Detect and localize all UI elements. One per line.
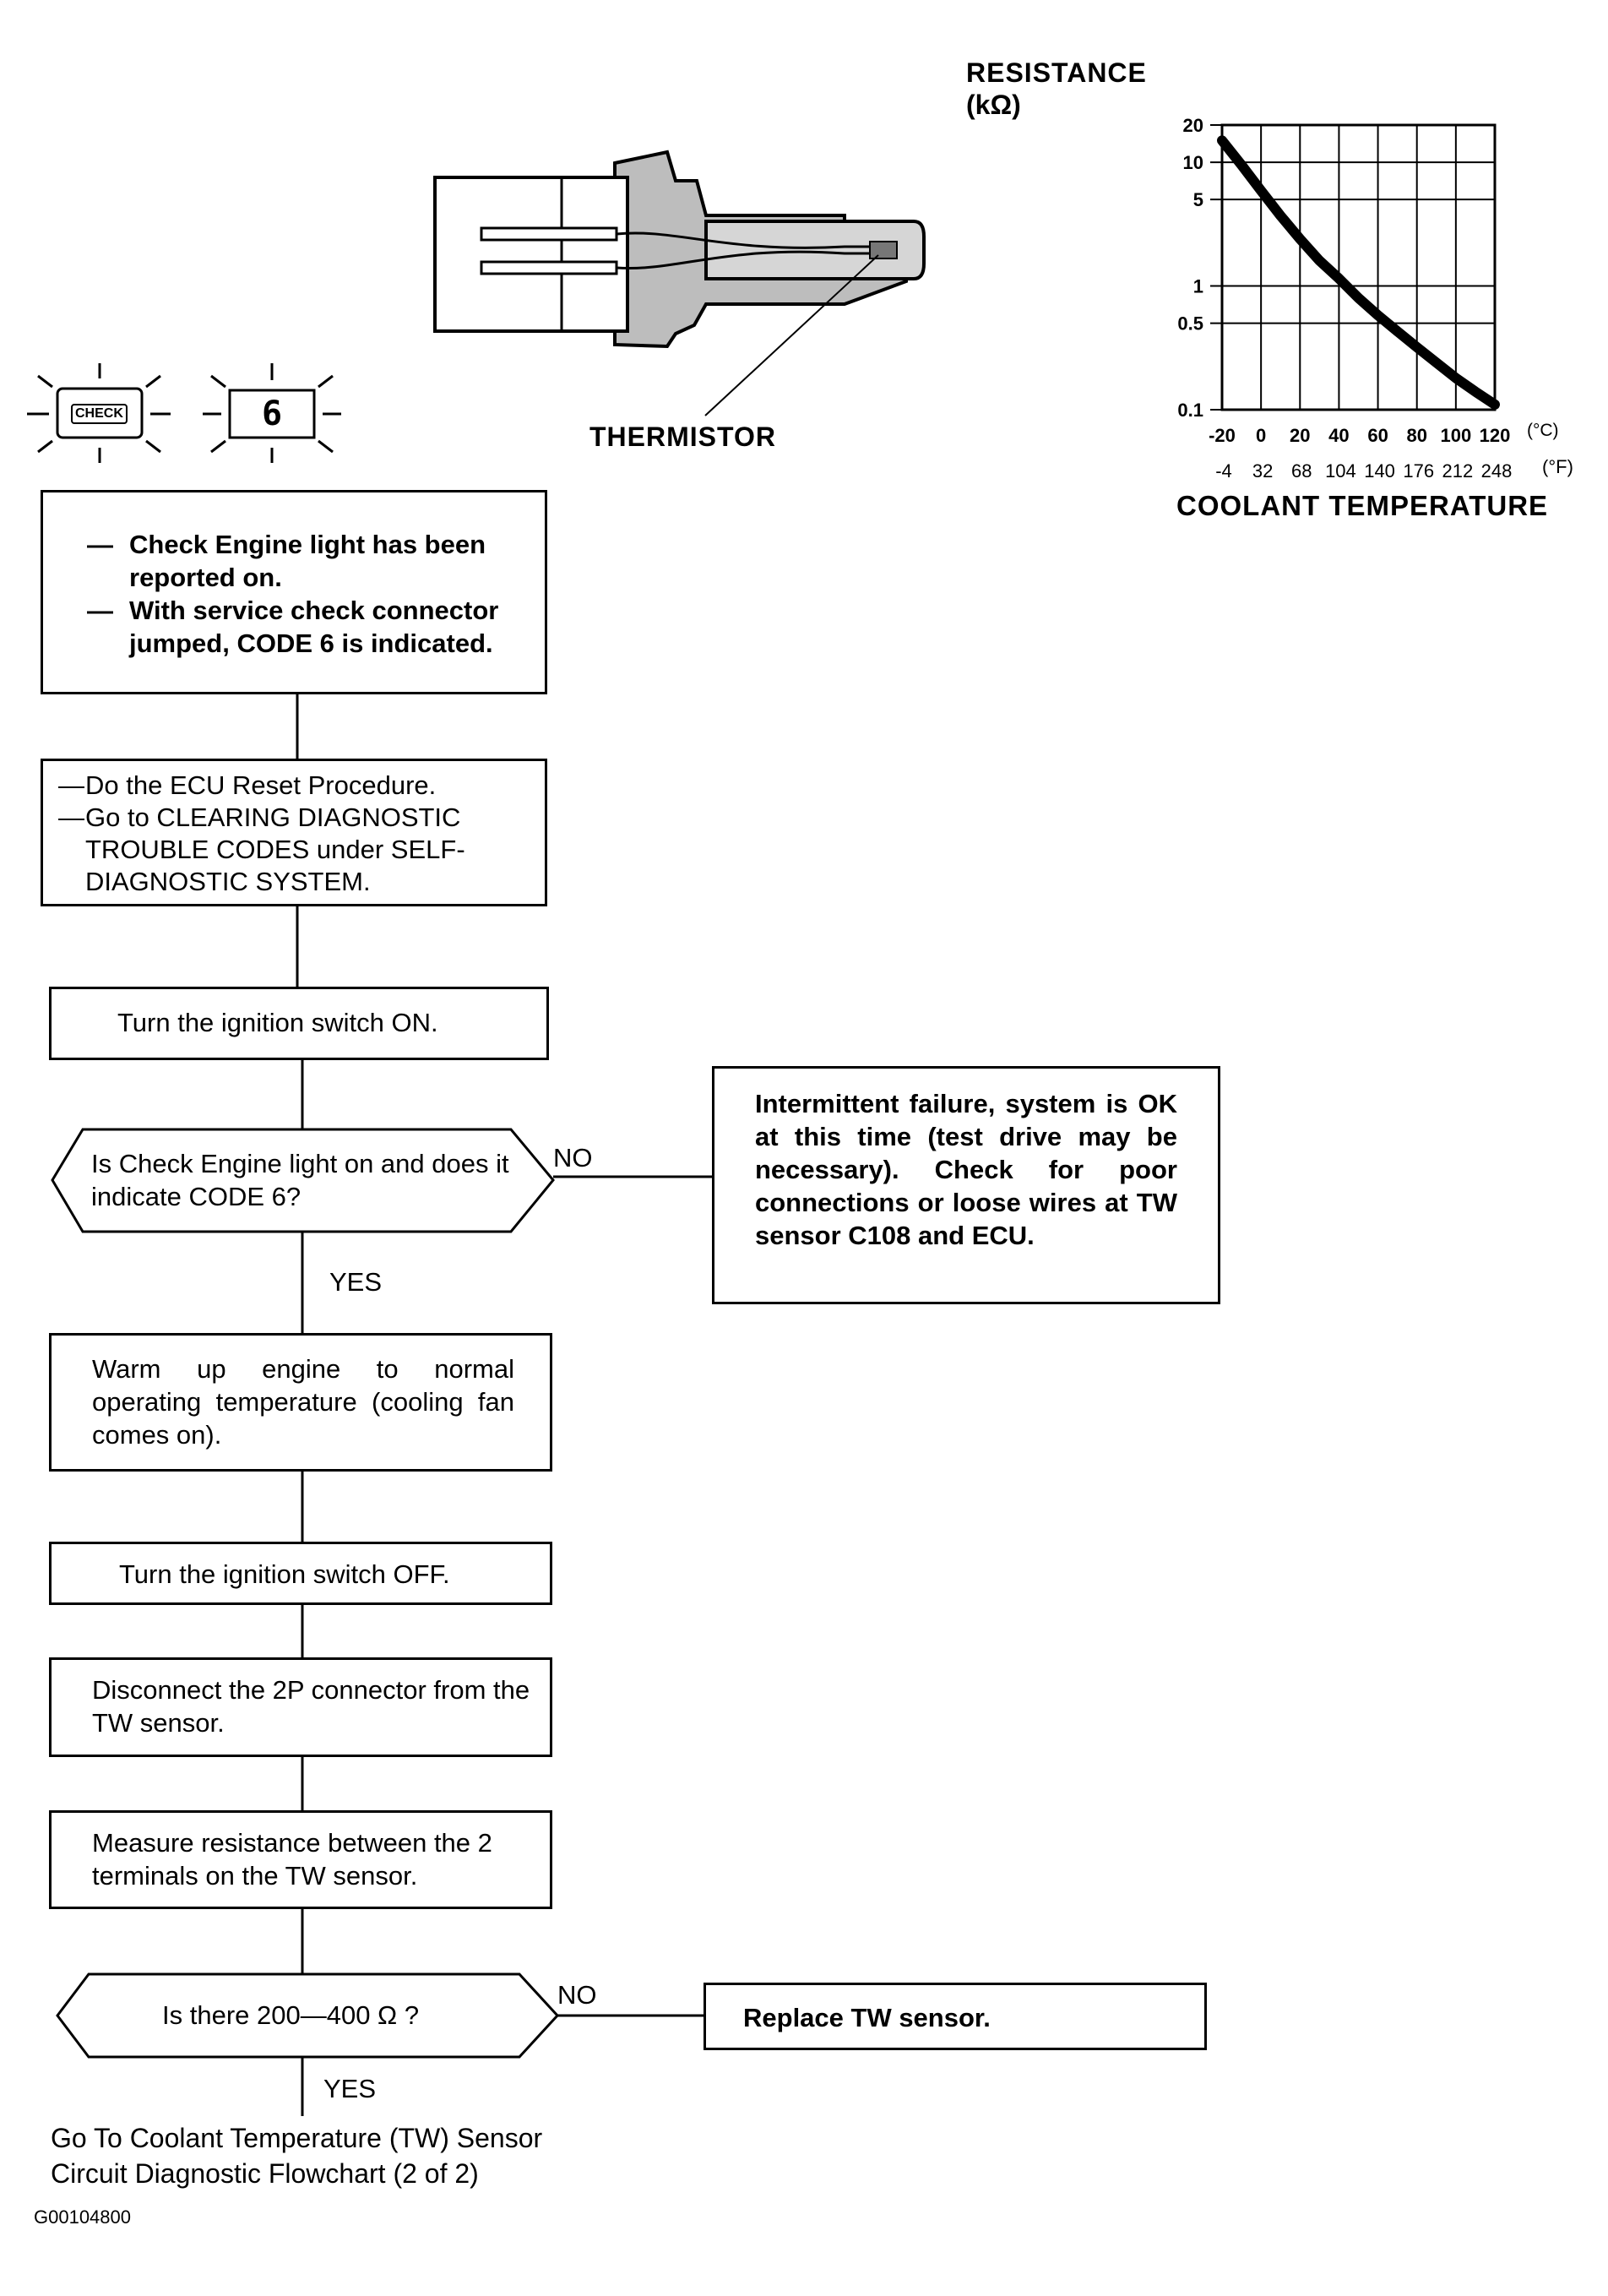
chart-data-point <box>1397 330 1399 332</box>
check-engine-indicator <box>27 363 171 463</box>
chart-x-tick-c: 60 <box>1367 425 1388 446</box>
sensor-wire-upper <box>616 231 895 249</box>
chart-y-tick: 20 <box>1183 115 1203 136</box>
chart-y-tick: 5 <box>1193 189 1203 210</box>
thermistor-element <box>869 241 898 259</box>
sensor-connector-housing <box>433 176 629 333</box>
chart-resistance-curve <box>1217 135 1500 410</box>
code-display-frame <box>228 389 316 439</box>
chart-data-point <box>1358 297 1359 299</box>
chart-y-title-line2: (kΩ) <box>966 90 1021 120</box>
chart-data-point <box>1260 190 1262 192</box>
figure-id: G00104800 <box>34 2206 131 2228</box>
decision-2-shape <box>56 1972 560 2059</box>
step-box-check-engine: Check Engine light has been reported on.… <box>41 490 547 694</box>
chart-y-tick: 0.1 <box>1177 400 1203 421</box>
step-5-text: Turn the ignition switch OFF. <box>119 1559 450 1589</box>
ray <box>318 439 334 454</box>
chart-x-tick-f: 104 <box>1325 460 1356 482</box>
chart-y-tick: 1 <box>1193 276 1203 297</box>
chart-x-tick-f: 212 <box>1442 460 1473 482</box>
chart-x-tick-c: 120 <box>1480 425 1511 446</box>
chart-x-tick-c: 80 <box>1406 425 1426 446</box>
decision-2-no-label: NO <box>557 1980 597 2010</box>
step-6-text: Disconnect the 2P connector from the TW … <box>92 1675 530 1738</box>
chart-x-tick-f: -4 <box>1215 460 1232 482</box>
chart-x-title: COOLANT TEMPERATURE <box>1176 490 1549 521</box>
chart-x-tick-c: 40 <box>1328 425 1349 446</box>
chart-data-point <box>1494 404 1496 405</box>
result-box-intermittent: Intermittent failure, system is OK at th… <box>712 1066 1220 1304</box>
step-box-ignition-on: Turn the ignition switch ON. <box>49 987 549 1060</box>
check-engine-text: CHECK <box>71 404 128 424</box>
intermittent-text: Intermittent failure, system is OK at th… <box>755 1089 1177 1250</box>
check-engine-lamp-frame <box>56 387 144 439</box>
ray <box>210 439 226 454</box>
sensor-terminal-upper <box>480 226 618 242</box>
chart-x-tick-c: 0 <box>1256 425 1266 446</box>
step-2-line-1: Do the ECU Reset Procedure. <box>58 770 531 802</box>
chart-unit-fahrenheit: (°F) <box>1542 456 1573 477</box>
thermistor-label: THERMISTOR <box>589 422 776 452</box>
chart-x-tick-c: 20 <box>1290 425 1310 446</box>
chart-x-tick-f: 140 <box>1364 460 1395 482</box>
code-6-indicator <box>203 363 341 463</box>
step-1-line-2: With service check connector jumped, COD… <box>87 594 526 660</box>
step-2-list: Do the ECU Reset Procedure. Go to CLEARI… <box>58 770 531 898</box>
chart-data-point <box>1279 215 1281 216</box>
chart-y-tick: 0.5 <box>1177 313 1203 335</box>
step-3-text: Turn the ignition switch ON. <box>117 1008 438 1037</box>
sensor-terminal-lower <box>480 260 618 275</box>
step-2-line-2: Go to CLEARING DIAGNOSTIC TROUBLE CODES … <box>58 802 531 898</box>
ray <box>37 439 53 454</box>
tw-sensor-drawing <box>433 150 926 416</box>
step-1-line-1: Check Engine light has been reported on. <box>87 528 526 594</box>
ray <box>37 374 53 389</box>
result-box-replace: Replace TW sensor. <box>704 1983 1207 2050</box>
chart-x-tick-c: 100 <box>1440 425 1471 446</box>
ray <box>210 374 226 389</box>
thermistor-leader-line <box>704 254 879 416</box>
code-number: 6 <box>262 394 283 433</box>
flow-connectors <box>296 694 712 2116</box>
chart-x-tick-c: -20 <box>1209 425 1236 446</box>
chart-data-point <box>1221 139 1223 141</box>
ray <box>145 439 161 454</box>
goto-next-flowchart: Go To Coolant Temperature (TW) Sensor Ci… <box>51 2123 543 2189</box>
chart-data-point <box>1299 238 1301 240</box>
chart-x-tick-f: 176 <box>1403 460 1434 482</box>
decision-1-no-label: NO <box>553 1143 593 1172</box>
step-box-measure: Measure resistance between the 2 termina… <box>49 1810 552 1909</box>
chart-data-point <box>1416 346 1418 348</box>
step-1-list: Check Engine light has been reported on.… <box>87 528 526 660</box>
decision-1-text: Is Check Engine light on and does it ind… <box>91 1149 509 1211</box>
step-7-text: Measure resistance between the 2 termina… <box>92 1828 492 1891</box>
chart-data-point <box>1436 362 1437 363</box>
ray <box>145 374 161 389</box>
replace-text: Replace TW sensor. <box>743 2003 991 2032</box>
decision-2-yes-label: YES <box>323 2074 377 2103</box>
decision-1-shape <box>51 1128 555 1233</box>
chart-data-point <box>1241 164 1242 166</box>
sensor-wire-lower <box>616 250 895 270</box>
chart-y-title-line1: RESISTANCE <box>966 57 1147 88</box>
chart-x-tick-f: 68 <box>1291 460 1312 482</box>
step-4-text: Warm up engine to normal operating tempe… <box>92 1354 514 1450</box>
chart-y-tick: 10 <box>1183 152 1203 173</box>
decision-2-text: Is there 200—400 Ω ? <box>162 2000 420 2030</box>
step-box-disconnect: Disconnect the 2P connector from the TW … <box>49 1657 552 1757</box>
step-box-ecu-reset: Do the ECU Reset Procedure. Go to CLEARI… <box>41 759 547 906</box>
chart-frame <box>1220 123 1497 411</box>
decision-1-yes-label: YES <box>329 1267 383 1297</box>
ray <box>318 374 334 389</box>
resistance-chart: -20 -4 0 32 20 68 40 104 60 140 80 176 100 212 120 248 2… <box>1177 115 1512 482</box>
step-box-ignition-off: Turn the ignition switch OFF. <box>49 1542 552 1605</box>
chart-unit-celsius: (°C) <box>1527 421 1559 440</box>
step-box-warm-up: Warm up engine to normal operating tempe… <box>49 1333 552 1472</box>
chart-x-tick-f: 32 <box>1252 460 1273 482</box>
chart-data-point <box>1377 314 1379 316</box>
chart-x-tick-f: 248 <box>1481 460 1513 482</box>
chart-data-point <box>1318 260 1320 262</box>
